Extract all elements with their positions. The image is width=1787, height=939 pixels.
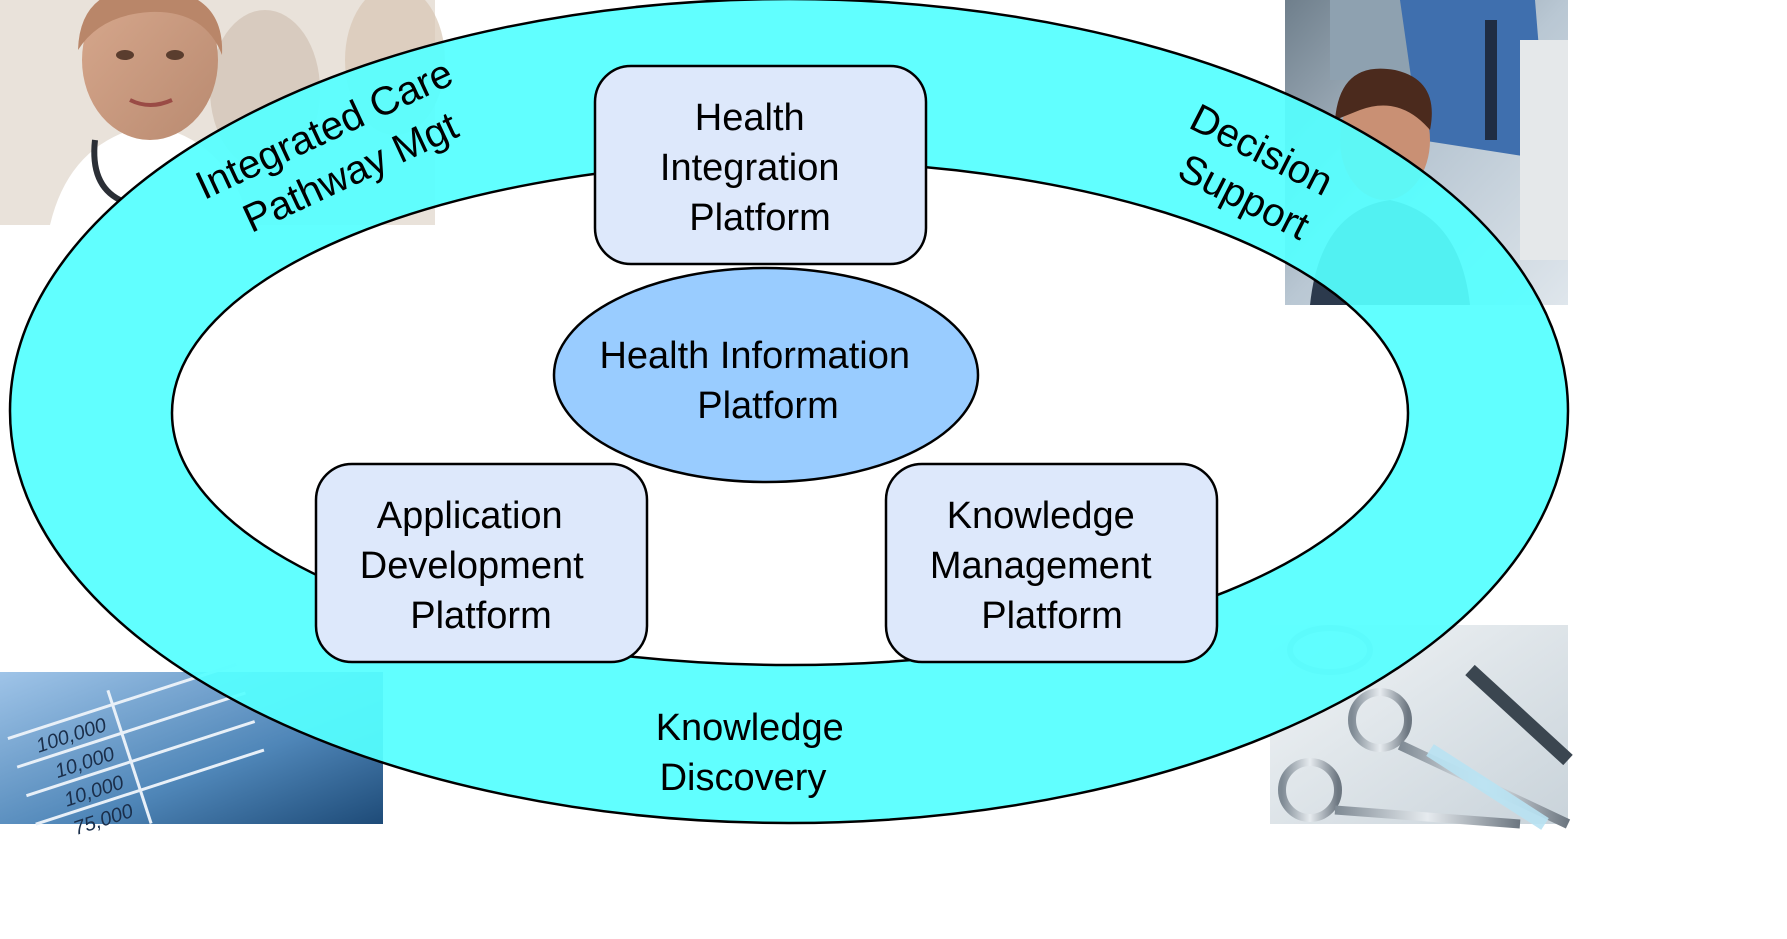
health-integration-line: Integration bbox=[660, 147, 840, 189]
knowledge-discovery-line: Discovery bbox=[660, 757, 827, 799]
health-information-text: Health Information Platform bbox=[599, 335, 920, 427]
health-information-line: Platform bbox=[697, 385, 838, 427]
health-integration-line: Health bbox=[695, 97, 805, 139]
knowledge-discovery-line: Knowledge bbox=[656, 707, 844, 749]
spreadsheet-photo: 100,000 10,000 10,000 75,000 bbox=[0, 663, 383, 840]
application-development-line: Platform bbox=[410, 595, 551, 637]
knowledge-discovery-label: Knowledge Discovery bbox=[656, 707, 855, 799]
knowledge-management-line: Knowledge bbox=[947, 495, 1135, 537]
knowledge-management-line: Management bbox=[930, 545, 1152, 587]
health-information-line: Health Information bbox=[599, 335, 910, 377]
knowledge-management-line: Platform bbox=[981, 595, 1122, 637]
health-integration-platform-box: Health Integration Platform bbox=[593, 64, 928, 266]
knowledge-management-platform-box: Knowledge Management Platform bbox=[884, 462, 1219, 664]
health-information-platform: Health Information Platform bbox=[552, 266, 980, 484]
application-development-line: Application bbox=[377, 495, 563, 537]
health-integration-line: Platform bbox=[689, 197, 830, 239]
svg-text:Application Development: Application Development Platform bbox=[360, 495, 594, 637]
application-development-line: Development bbox=[360, 545, 584, 587]
svg-text:Knowledge Management: Knowledge Management Platform bbox=[930, 495, 1162, 637]
svg-text:Health Integration: Health Integration Platform bbox=[660, 97, 850, 239]
application-development-platform-box: Application Development Platform bbox=[314, 462, 649, 664]
